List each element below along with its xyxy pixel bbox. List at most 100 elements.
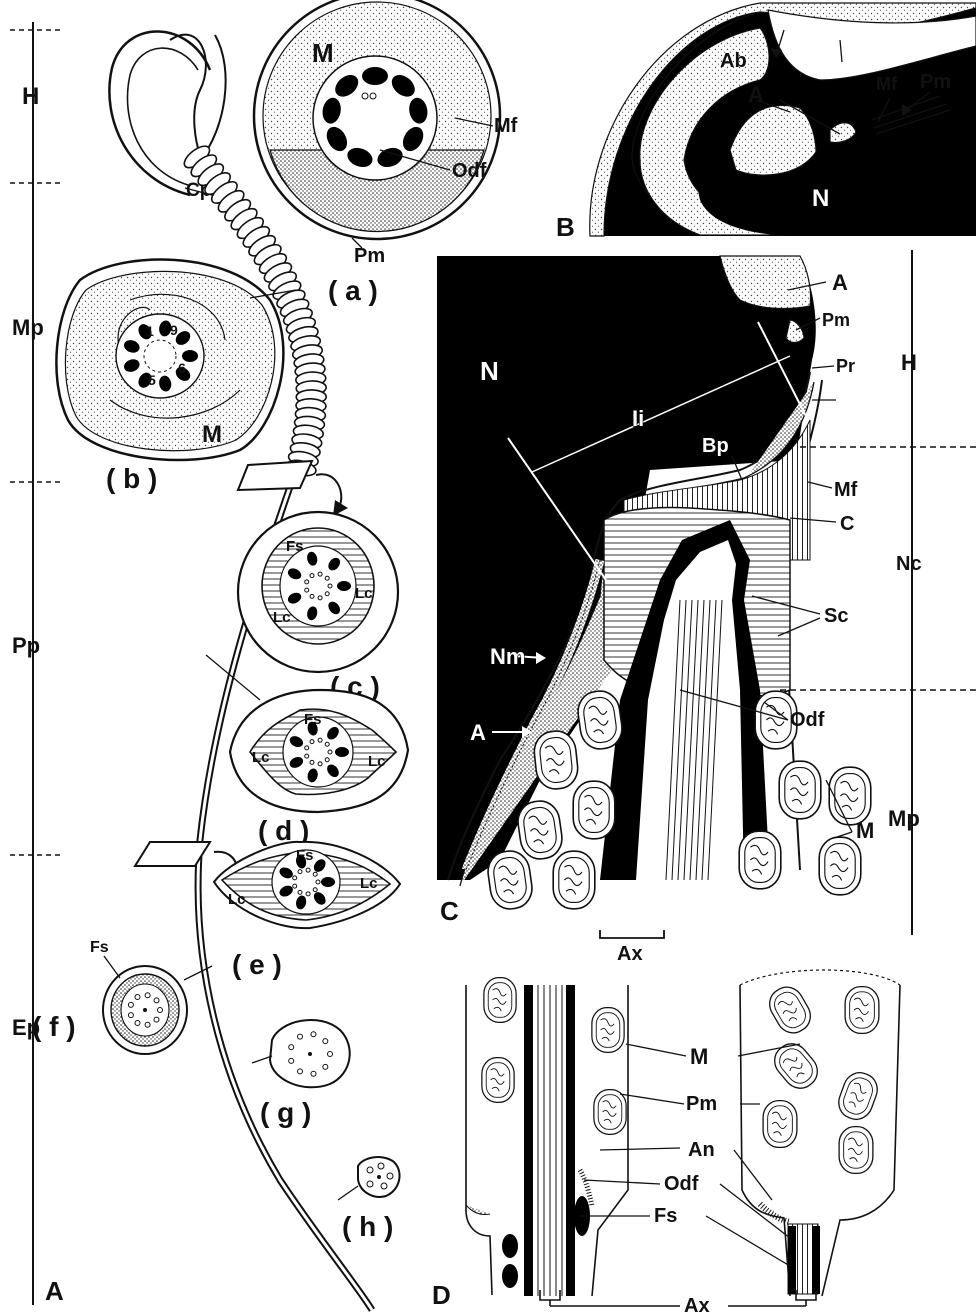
central-pair: [308, 1052, 312, 1056]
dense-fiber: [362, 67, 388, 85]
mitochondrion: [839, 1127, 873, 1174]
mitochondrion: [819, 837, 861, 895]
central-pair: [143, 1008, 147, 1012]
label-c-lc2: Lc: [273, 609, 291, 626]
label-d-an: An: [688, 1139, 715, 1161]
scale-a-mp: Mp: [12, 315, 44, 340]
label-c-bp: Bp: [702, 435, 729, 457]
label-c-odf: Odf: [790, 709, 825, 731]
label-d-lc1: Lc: [252, 749, 270, 766]
label-c-pm: Pm: [822, 310, 850, 330]
section-label-a: ( a ): [328, 275, 378, 306]
scale-c-mp: Mp: [888, 806, 920, 831]
mitochondrion: [845, 987, 879, 1034]
label-b-5: 5: [148, 372, 156, 388]
section-g: [270, 1020, 350, 1087]
label-c-fs: Fs: [286, 538, 304, 555]
mitochondrion: [763, 1101, 797, 1148]
mitochondrion: [768, 1037, 824, 1095]
mitochondria-d-right: [763, 981, 882, 1173]
section-f: [103, 966, 187, 1054]
label-b-n: N: [812, 185, 829, 212]
panel-d: [466, 970, 900, 1306]
panel-label-a: A: [45, 1276, 64, 1306]
panel-b: [590, 3, 976, 236]
label-c-nm: Nm: [490, 644, 525, 669]
label-e-lc1: Lc: [360, 875, 378, 892]
label-a-pm: Pm: [354, 245, 385, 267]
section-plane-1: [238, 461, 312, 490]
label-d-lc2: Lc: [368, 753, 386, 770]
section-label-g: ( g ): [260, 1097, 311, 1128]
mitochondrion: [484, 978, 516, 1023]
dense-fiber: [321, 877, 335, 887]
mitochondrion: [829, 767, 871, 825]
scale-bar-a: [10, 22, 60, 1305]
mitochondrion: [779, 761, 821, 819]
label-c-mf: Mf: [834, 479, 858, 501]
dense-fiber: [337, 581, 351, 591]
label-d-m: M: [690, 1044, 708, 1069]
label-f-fs: Fs: [90, 939, 109, 956]
mitochondrion: [594, 1090, 626, 1135]
mitochondrion: [532, 729, 579, 791]
label-d-ax: Ax: [684, 1295, 710, 1313]
label-c-n: N: [480, 356, 499, 386]
scale-c-h: H: [901, 350, 917, 375]
label-c-pr: Pr: [836, 356, 855, 376]
label-b-ab: Ab: [720, 50, 747, 72]
axoneme-lines-d-left: [538, 985, 562, 1296]
label-b-mf: Mf: [876, 74, 898, 94]
label-b-9: 9: [170, 322, 178, 338]
panel-label-b: B: [556, 212, 575, 242]
label-c-c: C: [840, 513, 854, 535]
section-b: [56, 260, 283, 460]
mitochondrion: [482, 1058, 514, 1103]
mitochondrion: [834, 1068, 882, 1124]
mitochondrion: [485, 849, 534, 912]
label-b-m: M: [202, 421, 222, 448]
mitochondrion: [592, 1008, 624, 1053]
scale-a-pp: Pp: [12, 633, 40, 658]
panel-label-d: D: [432, 1280, 451, 1310]
label-b-6: 6: [178, 360, 186, 376]
mitochondrion: [764, 981, 817, 1038]
panel-c: [437, 250, 976, 938]
mitochondrion: [573, 781, 615, 839]
label-a-odf: Odf: [452, 160, 487, 182]
label-c-a-top: A: [832, 270, 848, 295]
scale-a-h: H: [22, 83, 39, 110]
label-b-pm: Pm: [920, 71, 951, 93]
label-b-a: A: [748, 82, 764, 107]
label-a-mf: Mf: [494, 115, 518, 137]
mitochondrion: [739, 831, 781, 889]
label-e-lc2: Lc: [228, 891, 246, 908]
label-c-ax: Ax: [617, 943, 643, 965]
label-c-sc: Sc: [824, 605, 848, 627]
label-d-fs: Fs: [304, 711, 322, 728]
label-c-lc1: Lc: [355, 585, 373, 602]
section-label-e: ( e ): [232, 949, 282, 980]
label-c-a-left: A: [470, 720, 486, 745]
section-h: [358, 1157, 400, 1197]
label-d-odf: Odf: [664, 1173, 699, 1195]
mitochondria-d-left: [482, 978, 626, 1135]
section-label-h: ( h ): [342, 1211, 393, 1242]
mitochondrion: [515, 799, 564, 862]
label-c-ii: Ii: [632, 406, 644, 431]
section-label-b: ( b ): [106, 463, 157, 494]
scale-c-nc: Nc: [896, 553, 922, 575]
label-b-1: 1: [146, 323, 154, 339]
mitochondrion: [553, 851, 595, 909]
label-d-fs: Fs: [654, 1205, 677, 1227]
section-c: [238, 512, 398, 672]
dense-fiber: [335, 747, 349, 757]
label-a-m: M: [312, 38, 334, 68]
label-d-pm: Pm: [686, 1093, 717, 1115]
label-e-fs: Fs: [296, 847, 314, 864]
section-label-f: ( f ): [32, 1011, 76, 1042]
mitochondrion: [575, 689, 624, 752]
panel-label-c: C: [440, 896, 459, 926]
